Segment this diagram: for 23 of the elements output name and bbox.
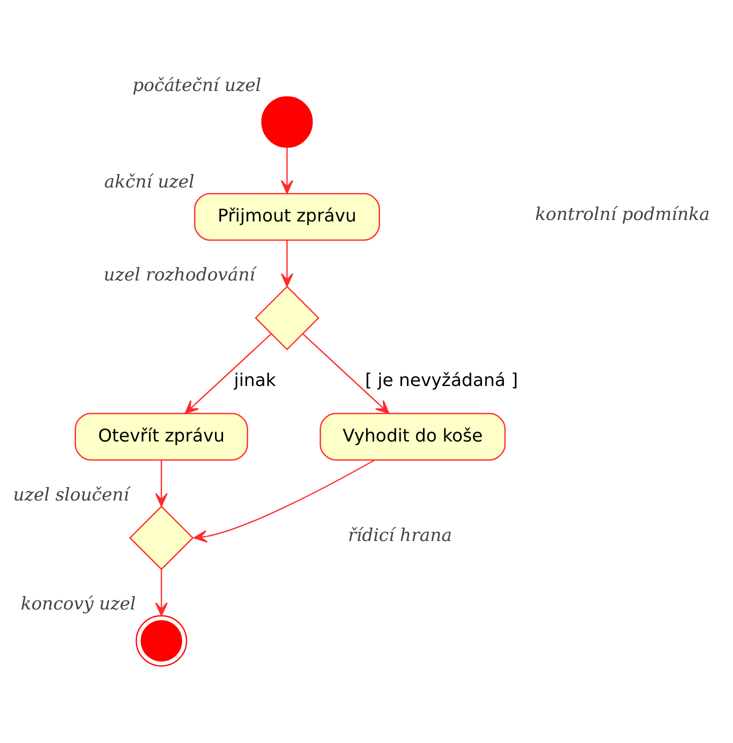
label: řídicí hrana bbox=[348, 526, 452, 546]
arrow bbox=[280, 240, 294, 286]
arrow bbox=[155, 568, 168, 616]
label: kontrolní podmínka bbox=[535, 204, 710, 225]
node-box: Vyhodit do koše bbox=[320, 412, 506, 460]
node-label: koncový uzel bbox=[20, 594, 136, 614]
node-label: uzel sloučení bbox=[13, 484, 130, 505]
arrow bbox=[184, 333, 272, 414]
edge-label: jinak bbox=[234, 370, 276, 391]
node-label: počáteční uzel bbox=[132, 75, 262, 96]
node-circle bbox=[261, 96, 313, 148]
edge-label: [ je nevyžádaná ] bbox=[365, 370, 518, 391]
node-box: Otevřít zprávu bbox=[74, 412, 248, 460]
arrow bbox=[155, 460, 168, 506]
node-label: akční uzel bbox=[104, 172, 194, 192]
arrow bbox=[193, 459, 375, 542]
node-diamond bbox=[254, 285, 320, 350]
node-label: uzel rozhodování bbox=[104, 265, 256, 286]
node-diamond bbox=[129, 505, 194, 570]
node-circle bbox=[136, 614, 188, 666]
node-box: Přijmout zprávu bbox=[194, 192, 380, 240]
arrow bbox=[302, 333, 390, 414]
arrow bbox=[280, 147, 294, 194]
